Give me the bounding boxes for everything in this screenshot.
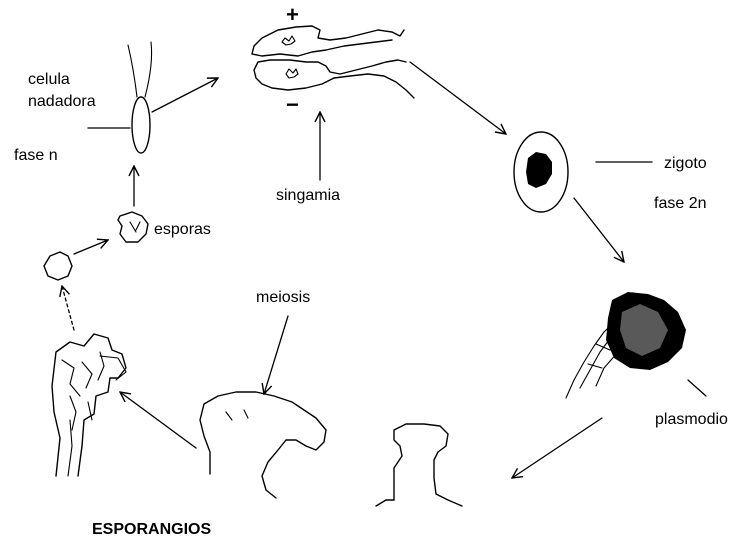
arrow-meiosis [264, 316, 288, 394]
label-fase-2n: fase 2n [654, 195, 706, 212]
gametes-pair [252, 26, 414, 98]
dehiscent-sporangium [52, 334, 126, 476]
label-meiosis: meiosis [256, 289, 310, 306]
label-zigoto: zigoto [664, 155, 707, 172]
label-celula-line2: nadadora [28, 93, 96, 110]
young-sporangium [376, 424, 462, 506]
minus-sign: − [286, 92, 299, 117]
spores-cluster [118, 212, 148, 242]
label-esporangios: ESPORANGIOS [92, 521, 211, 538]
arrow-sporangium-to-dehiscent [120, 392, 196, 448]
arrow-release-spore [62, 286, 74, 330]
label-plasmodio: plasmodio [655, 411, 728, 428]
mature-sporangium [200, 392, 326, 498]
spore-octagon [44, 252, 72, 280]
arrow-gametes-to-zygote [410, 62, 506, 134]
arrow-cell-to-gametes [152, 78, 218, 112]
label-singamia: singamia [276, 187, 340, 204]
arrow-zygote-to-plasmodium [574, 198, 624, 262]
swimming-cell [128, 42, 152, 153]
plus-sign: + [286, 2, 299, 27]
arrow-spore-to-spores [74, 240, 108, 254]
arrow-plasmodium-to-sporangium [512, 418, 602, 478]
plasmodium [566, 292, 686, 398]
plasmodium-pointer-line [688, 380, 706, 396]
label-celula-line1: celula [28, 71, 70, 88]
label-esporas: esporas [154, 221, 211, 238]
label-fase-n: fase n [14, 147, 58, 164]
zygote [514, 132, 568, 212]
